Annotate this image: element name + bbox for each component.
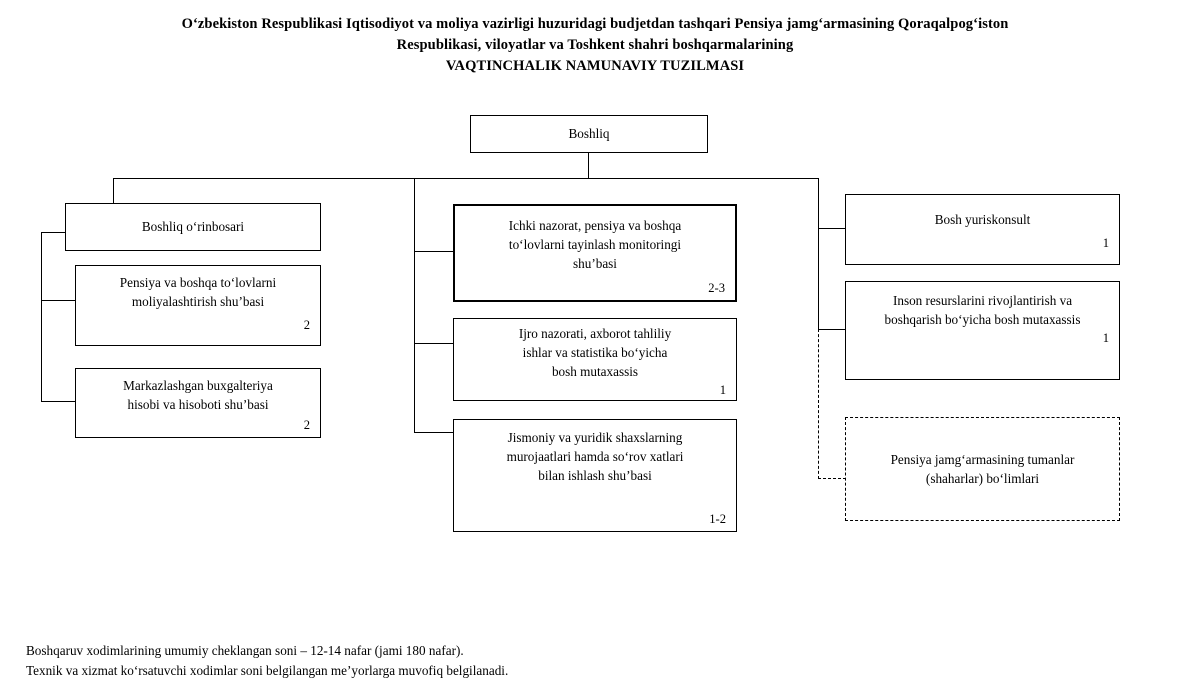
connector-main-bus <box>113 178 819 180</box>
title-line-1: O‘zbekiston Respublikasi Iqtisodiyot va … <box>181 16 1009 32</box>
connector-right-dashed-stub <box>818 478 846 479</box>
footer-line-2: Texnik va xizmat ko‘rsatuvchi xodimlar s… <box>26 662 509 678</box>
node-ijro-nazorati-line-1: Ijro nazorati, axborot tahliliy <box>518 326 672 341</box>
connector-left-stub-3 <box>41 401 76 403</box>
node-jismoniy-yuridik-murojaat-line-1: Jismoniy va yuridik shaxslarning <box>507 430 683 445</box>
node-pensiya-moliyalashtirish-line-2: moliyalashtirish shu’basi <box>131 294 265 309</box>
node-jismoniy-yuridik-murojaat[interactable]: Jismoniy va yuridik shaxslarning murojaa… <box>453 419 737 532</box>
node-tumanlar-bolimlari-line-1: Pensiya jamg‘armasining tumanlar <box>890 452 1075 467</box>
connector-center-spine <box>414 178 416 433</box>
connector-right-stub-2 <box>818 329 846 331</box>
node-boshliq-orinbosari-line-1: Boshliq o‘rinbosari <box>141 219 245 234</box>
title-line-3: VAQTINCHALIK NAMUNAVIY TUZILMASI <box>445 58 745 74</box>
node-ijro-nazorati[interactable]: Ijro nazorati, axborot tahliliy ishlar v… <box>453 318 737 401</box>
node-markazlashgan-buxgalteriya-line-2: hisobi va hisoboti shu’basi <box>127 397 269 412</box>
connector-center-stub-3 <box>414 432 453 434</box>
connector-left-spine <box>41 232 43 402</box>
connector-center-stub-2 <box>414 343 453 345</box>
node-bosh-yuriskonsult-count: 1 <box>1102 236 1109 250</box>
node-ichki-nazorat-line-1: Ichki nazorat, pensiya va boshqa <box>508 218 682 233</box>
node-markazlashgan-buxgalteriya-line-1: Markazlashgan buxgalteriya <box>123 378 273 393</box>
page-title: O‘zbekiston Respublikasi Iqtisodiyot va … <box>0 14 1190 77</box>
node-ichki-nazorat-line-3: shu’basi <box>573 256 617 271</box>
node-inson-resurslari-line-1: Inson resurslarini rivojlantirish va <box>892 293 1073 308</box>
node-markazlashgan-buxgalteriya[interactable]: Markazlashgan buxgalteriya hisobi va his… <box>75 368 321 438</box>
footer-line-1: Boshqaruv xodimlarining umumiy cheklanga… <box>26 643 464 658</box>
node-pensiya-moliyalashtirish-count: 2 <box>303 318 310 332</box>
node-pensiya-moliyalashtirish[interactable]: Pensiya va boshqa to‘lovlarni moliyalash… <box>75 265 321 346</box>
node-jismoniy-yuridik-murojaat-line-2: murojaatlari hamda so‘rov xatlari <box>506 449 684 464</box>
node-inson-resurslari[interactable]: Inson resurslarini rivojlantirish va bos… <box>845 281 1120 380</box>
connector-center-stub-1 <box>414 251 453 253</box>
node-ichki-nazorat-line-2: to‘lovlarni tayinlash monitoringi <box>508 237 682 252</box>
node-boshliq[interactable]: Boshliq <box>470 115 708 153</box>
footer-notes: Boshqaruv xodimlarining umumiy cheklanga… <box>26 641 926 680</box>
node-bosh-yuriskonsult-line-1: Bosh yuriskonsult <box>934 212 1031 227</box>
node-tumanlar-bolimlari-line-2: (shaharlar) bo‘limlari <box>925 471 1040 486</box>
connector-right-spine <box>818 178 820 330</box>
node-markazlashgan-buxgalteriya-count: 2 <box>303 418 310 432</box>
node-ijro-nazorati-line-3: bosh mutaxassis <box>551 364 639 379</box>
connector-root-drop <box>588 152 590 179</box>
connector-left-stub-2 <box>41 300 76 302</box>
node-boshliq-label: Boshliq <box>568 126 610 141</box>
node-tumanlar-bolimlari[interactable]: Pensiya jamg‘armasining tumanlar (shahar… <box>845 417 1120 521</box>
node-ijro-nazorati-line-2: ishlar va statistika bo‘yicha <box>522 345 668 360</box>
node-bosh-yuriskonsult[interactable]: Bosh yuriskonsult 1 <box>845 194 1120 265</box>
node-ichki-nazorat-count: 2-3 <box>708 281 725 295</box>
node-jismoniy-yuridik-murojaat-count: 1-2 <box>709 512 726 526</box>
connector-left-drop <box>113 178 115 204</box>
node-pensiya-moliyalashtirish-line-1: Pensiya va boshqa to‘lovlarni <box>119 275 277 290</box>
connector-left-stub-1 <box>41 232 66 234</box>
title-line-2: Respublikasi, viloyatlar va Toshkent sha… <box>396 37 794 53</box>
node-jismoniy-yuridik-murojaat-line-3: bilan ishlash shu’basi <box>538 468 652 483</box>
node-ichki-nazorat[interactable]: Ichki nazorat, pensiya va boshqa to‘lovl… <box>453 204 737 302</box>
connector-right-dashed-spine <box>818 329 819 479</box>
node-ijro-nazorati-count: 1 <box>719 383 726 397</box>
connector-right-stub-1 <box>818 228 846 230</box>
node-inson-resurslari-line-2: boshqarish bo‘yicha bosh mutaxassis <box>884 312 1081 327</box>
node-boshliq-orinbosari[interactable]: Boshliq o‘rinbosari <box>65 203 321 251</box>
node-inson-resurslari-count: 1 <box>1102 331 1109 345</box>
